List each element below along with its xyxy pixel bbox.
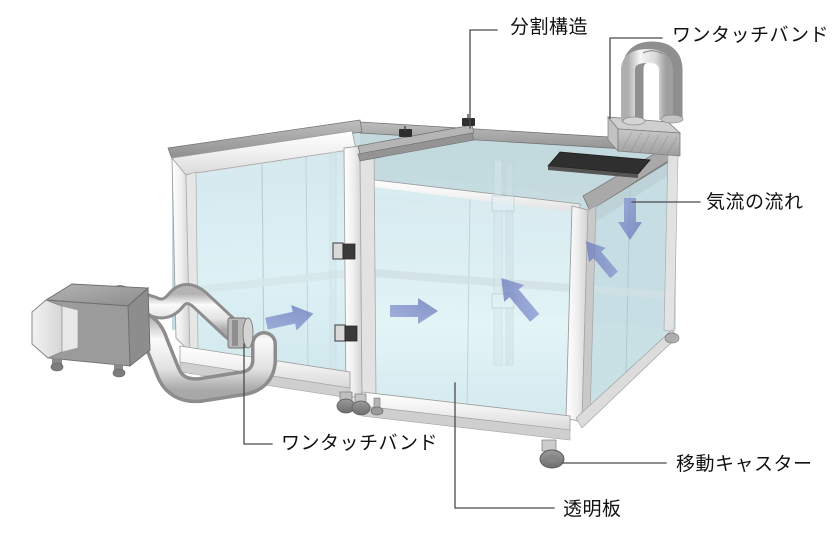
leader-transparent-plate (454, 382, 555, 509)
leader-band-top (609, 37, 663, 119)
caster-front-left (336, 391, 356, 414)
arrow-right-panel-down (618, 198, 642, 240)
divider-clip-lower (334, 324, 358, 342)
arrow-floor-left (265, 305, 314, 331)
label-airflow: 気流の流れ (706, 191, 804, 213)
leader-lines (243, 29, 701, 509)
roof-duct-highlight (621, 48, 673, 122)
blower-assembly (31, 283, 277, 404)
divider-clip-upper (332, 242, 356, 260)
center-divider (332, 145, 377, 400)
arrow-floor-mid (390, 298, 438, 324)
caster-divider-back (351, 393, 371, 416)
caster-rear-right (664, 332, 680, 344)
arrow-right-panel-diag (585, 241, 618, 279)
rail-clip-b (462, 118, 475, 126)
booth-enclosure (167, 114, 680, 469)
airflow-arrows (265, 198, 642, 331)
roof-filter-panel-edge (548, 166, 638, 178)
fan-housing-hatch (621, 131, 678, 156)
glass-front-right-panel (364, 186, 576, 420)
blower-foot-left (52, 358, 62, 365)
blower-foot-right (114, 364, 123, 371)
caster-divider-pin (370, 397, 384, 416)
wall-connector-band (227, 317, 254, 349)
label-split-structure: 分割構造 (510, 16, 589, 38)
divider-post-right (359, 145, 377, 400)
leader-split-structure (469, 29, 498, 129)
blower-face-inner (61, 305, 79, 353)
arrow-floor-center (501, 278, 540, 322)
divider-post-left (343, 145, 363, 399)
divider-top-rail (357, 114, 475, 162)
interior-left-rail (196, 268, 360, 294)
caster-front-right (539, 439, 565, 469)
blower-face (31, 299, 63, 359)
leader-band-bottom (243, 343, 273, 445)
label-one-touch-band-top: ワンタッチバンド (672, 24, 829, 46)
duct-upper-body (112, 286, 240, 338)
label-transparent-plate: 透明板 (563, 498, 622, 520)
label-one-touch-band-bottom: ワンタッチバンド (281, 432, 438, 454)
casters (336, 332, 680, 469)
label-moving-caster: 移動キャスター (676, 453, 813, 475)
roof-left-rail (167, 119, 363, 160)
fan-housing-side (617, 128, 681, 157)
interior-posts (491, 159, 515, 366)
roof-fan-unit (547, 41, 684, 178)
rail-clip-a (399, 129, 412, 137)
